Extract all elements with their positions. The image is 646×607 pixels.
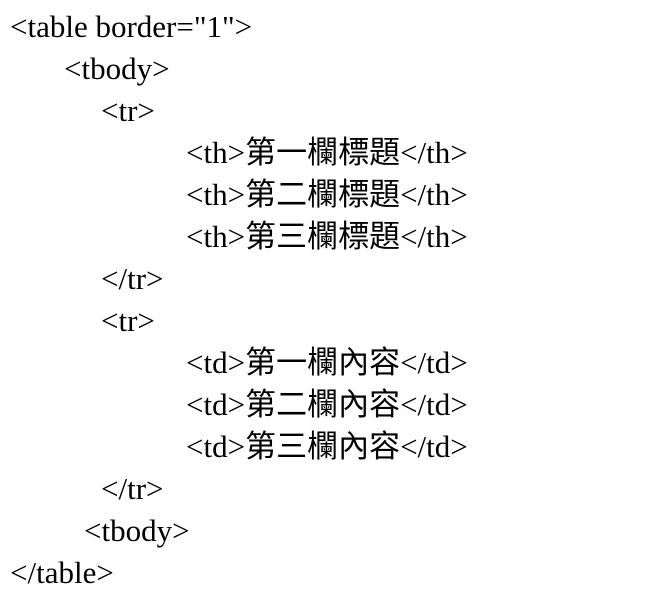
code-line: <tr> [101, 93, 155, 128]
code-line: <tr> [101, 303, 155, 338]
code-line: </tr> [101, 261, 164, 296]
code-line: </tr> [101, 471, 164, 506]
code-line: <td>第三欄內容</td> [186, 429, 468, 464]
code-line: <table border="1"> [10, 9, 253, 44]
code-snippet: <table border="1"> <tbody> <tr> <th>第一欄標… [10, 9, 468, 590]
code-line: <td>第二欄內容</td> [186, 387, 468, 422]
code-line: <tbody> [64, 51, 170, 86]
code-line: <th>第三欄標題</th> [186, 219, 468, 254]
code-line: <tbody> [84, 513, 190, 548]
code-line: </table> [10, 555, 114, 590]
code-line: <td>第一欄內容</td> [186, 345, 468, 380]
code-line: <th>第一欄標題</th> [186, 135, 468, 170]
code-line: <th>第二欄標題</th> [186, 177, 468, 212]
